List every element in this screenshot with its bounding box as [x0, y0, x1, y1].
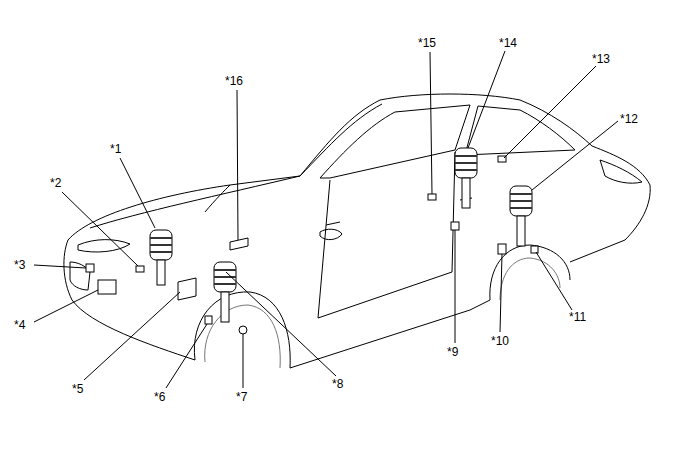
air-suspension — [150, 230, 172, 285]
wheel — [205, 305, 281, 368]
callout-number: *15 — [418, 36, 436, 50]
callout-number: *13 — [592, 52, 610, 66]
air-suspension — [455, 148, 477, 208]
callout-number: *4 — [14, 318, 25, 332]
mirror — [320, 229, 342, 239]
callout-number: *10 — [491, 334, 509, 348]
callout-number: *7 — [236, 390, 247, 404]
callout-number: *9 — [447, 345, 458, 359]
hood-line — [205, 185, 230, 212]
rear-light — [600, 160, 642, 183]
callout-number: *11 — [569, 310, 586, 324]
windshield — [300, 104, 382, 176]
air-suspension — [214, 262, 247, 334]
callout-number: *16 — [225, 74, 243, 88]
callout-number: *12 — [620, 112, 638, 126]
callout-number: *2 — [50, 176, 61, 190]
sensor-parts — [86, 156, 538, 324]
door-line — [318, 152, 455, 318]
callout-number: *6 — [154, 390, 165, 404]
leader-lines — [34, 51, 618, 388]
hood-line — [90, 176, 300, 228]
car-body — [290, 300, 490, 368]
callout-number: *14 — [499, 36, 517, 50]
wheel — [500, 258, 560, 300]
side-window — [320, 105, 470, 178]
callout-number: *5 — [72, 382, 83, 396]
door-line — [326, 198, 472, 225]
callout-number: *3 — [14, 258, 25, 272]
wheel-arch — [194, 292, 290, 368]
car-body — [68, 94, 650, 262]
air-suspension — [510, 186, 532, 246]
callout-number: *8 — [332, 377, 343, 391]
callout-number: *1 — [110, 142, 121, 156]
